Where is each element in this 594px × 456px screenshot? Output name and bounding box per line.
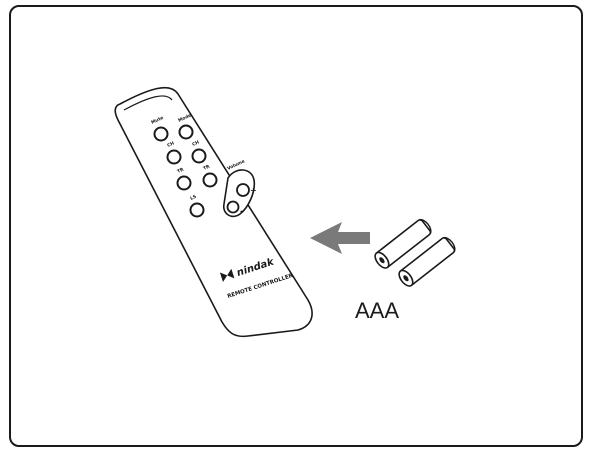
button-label: CH <box>166 140 175 149</box>
ls-button: LS <box>189 194 205 218</box>
ch-left-button: CH <box>166 140 182 165</box>
ch-right-button: CH <box>191 139 207 164</box>
button-label: TR <box>176 166 185 174</box>
remote-buttons: Mute Mode CH CH TR TR <box>150 113 218 218</box>
arrow-left-icon <box>310 222 370 254</box>
button-label: Mute <box>150 115 164 126</box>
batteries <box>374 218 456 287</box>
volume-plus-label: + <box>250 186 257 195</box>
volume-rocker: Volume + - <box>222 158 257 218</box>
button-label: TR <box>202 163 211 171</box>
battery <box>398 236 456 287</box>
button-label: CH <box>191 139 200 148</box>
mode-button: Mode <box>177 113 194 140</box>
volume-minus-label: - <box>240 207 244 217</box>
tr-right-button: TR <box>202 163 218 188</box>
brand-logo-icon <box>219 268 235 283</box>
button-label: Mode <box>177 113 192 124</box>
mute-button: Mute <box>150 115 169 142</box>
battery-type-label: AAA <box>355 298 399 323</box>
illustration-frame <box>9 5 583 447</box>
battery <box>374 218 432 269</box>
remote-controller: Mute Mode CH CH TR TR <box>114 86 313 338</box>
button-label: LS <box>189 194 197 202</box>
tr-left-button: TR <box>176 166 192 191</box>
